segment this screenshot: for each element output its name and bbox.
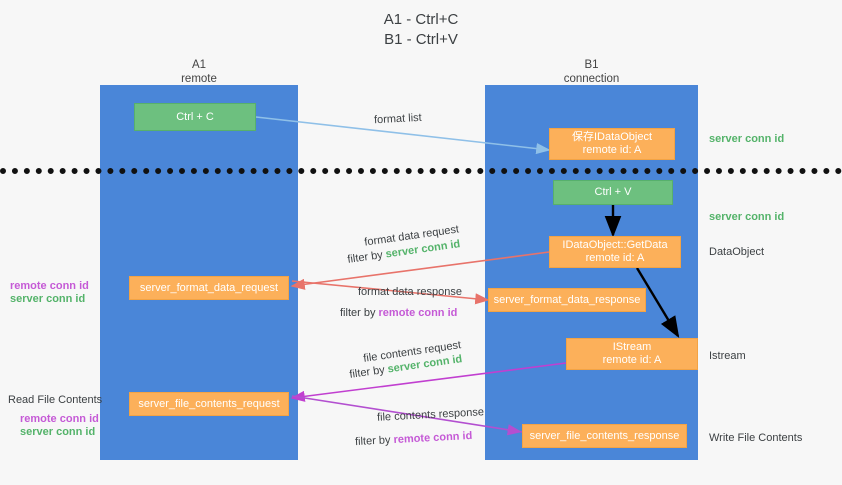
edge-label-format-data-response-filter: filter by remote conn id [340, 306, 457, 320]
filter-value-remote-conn-id: remote conn id [393, 429, 473, 447]
annotation-dataobject: DataObject [709, 245, 764, 259]
box-ctrl-c[interactable]: Ctrl + C [134, 103, 256, 131]
box-ctrl-v-label: Ctrl + V [594, 186, 632, 198]
title-line-1: A1 - Ctrl+C [383, 11, 459, 28]
annotation-remote-conn-id-left-1: remote conn id [10, 279, 89, 293]
annotation-server-conn-id-left-1: server conn id [10, 292, 85, 306]
box-server-format-data-request[interactable]: server_format_data_request [129, 276, 289, 300]
box-save-idataobject-line2: remote id: A [582, 144, 642, 156]
column-header-right: B1 connection [485, 58, 698, 86]
annotation-remote-conn-id-left-2-text: remote conn id [20, 413, 99, 425]
box-server-format-data-request-label: server_format_data_request [139, 281, 279, 294]
box-server-file-contents-response-label: server_file_contents_response [529, 429, 680, 442]
edge-label-format-data-response: format data response [358, 285, 462, 299]
filter-prefix: filter by [348, 363, 389, 381]
annotation-remote-conn-id-left-2: remote conn id [20, 412, 99, 426]
column-left-role: remote [181, 73, 217, 85]
edge-label-file-contents-response-text: file contents response [376, 406, 485, 424]
page-title: A1 - Ctrl+C B1 - Ctrl+V [0, 10, 842, 50]
annotation-remote-conn-id-left-1-text: remote conn id [10, 280, 89, 292]
title-line-2: B1 - Ctrl+V [384, 31, 458, 48]
edge-label-file-contents-response-filter: filter by remote conn id [355, 429, 473, 449]
edge-label-format-data-response-text: format data response [358, 286, 462, 298]
annotation-write-file-contents-text: Write File Contents [709, 432, 803, 444]
box-server-format-data-response[interactable]: server_format_data_response [488, 288, 646, 312]
annotation-istream: Istream [709, 349, 746, 363]
box-server-format-data-response-label: server_format_data_response [493, 293, 641, 306]
box-server-file-contents-response[interactable]: server_file_contents_response [522, 424, 687, 448]
edge-label-format-list-text: format list [373, 111, 422, 127]
annotation-server-conn-id-2: server conn id [709, 210, 784, 224]
box-getdata-line2: remote id: A [585, 252, 645, 264]
annotation-dataobject-text: DataObject [709, 246, 765, 258]
annotation-server-conn-id-left-2-text: server conn id [20, 426, 96, 438]
column-left-name: A1 [191, 59, 207, 71]
annotation-server-conn-id-2-text: server conn id [709, 211, 785, 223]
filter-prefix: filter by [354, 434, 394, 449]
box-server-file-contents-request[interactable]: server_file_contents_request [129, 392, 289, 416]
annotation-istream-text: Istream [709, 350, 746, 362]
edge-label-file-contents-response: file contents response [377, 405, 485, 425]
box-getdata-line1: IDataObject::GetData [562, 239, 668, 251]
box-save-idataobject-line1: 保存IDataObject [571, 131, 653, 143]
box-ctrl-v[interactable]: Ctrl + V [553, 180, 673, 205]
annotation-server-conn-id-1-text: server conn id [709, 133, 785, 145]
box-istream-line1: IStream [612, 341, 652, 353]
annotation-read-file-contents: Read File Contents [8, 393, 102, 407]
filter-value-remote-conn-id: remote conn id [378, 307, 458, 319]
box-istream-line2: remote id: A [602, 354, 662, 366]
edge-label-format-list: format list [374, 111, 422, 127]
column-right-role: connection [563, 73, 620, 85]
divider-dashed-line [0, 168, 842, 174]
box-server-file-contents-request-label: server_file_contents_request [138, 397, 280, 410]
filter-prefix: filter by [340, 307, 379, 319]
filter-prefix: filter by [346, 248, 387, 266]
box-idataobject-getdata[interactable]: IDataObject::GetData remote id: A [549, 236, 681, 268]
annotation-read-file-contents-text: Read File Contents [8, 394, 103, 406]
annotation-server-conn-id-left-2: server conn id [20, 425, 95, 439]
annotation-write-file-contents: Write File Contents [709, 431, 802, 445]
column-right-name: B1 [584, 59, 599, 71]
annotation-server-conn-id-left-1-text: server conn id [10, 293, 86, 305]
column-header-left: A1 remote [100, 58, 298, 86]
box-istream[interactable]: IStream remote id: A [566, 338, 698, 370]
box-save-idataobject[interactable]: 保存IDataObject remote id: A [549, 128, 675, 160]
box-ctrl-c-label: Ctrl + C [176, 110, 214, 123]
annotation-server-conn-id-1: server conn id [709, 132, 784, 146]
